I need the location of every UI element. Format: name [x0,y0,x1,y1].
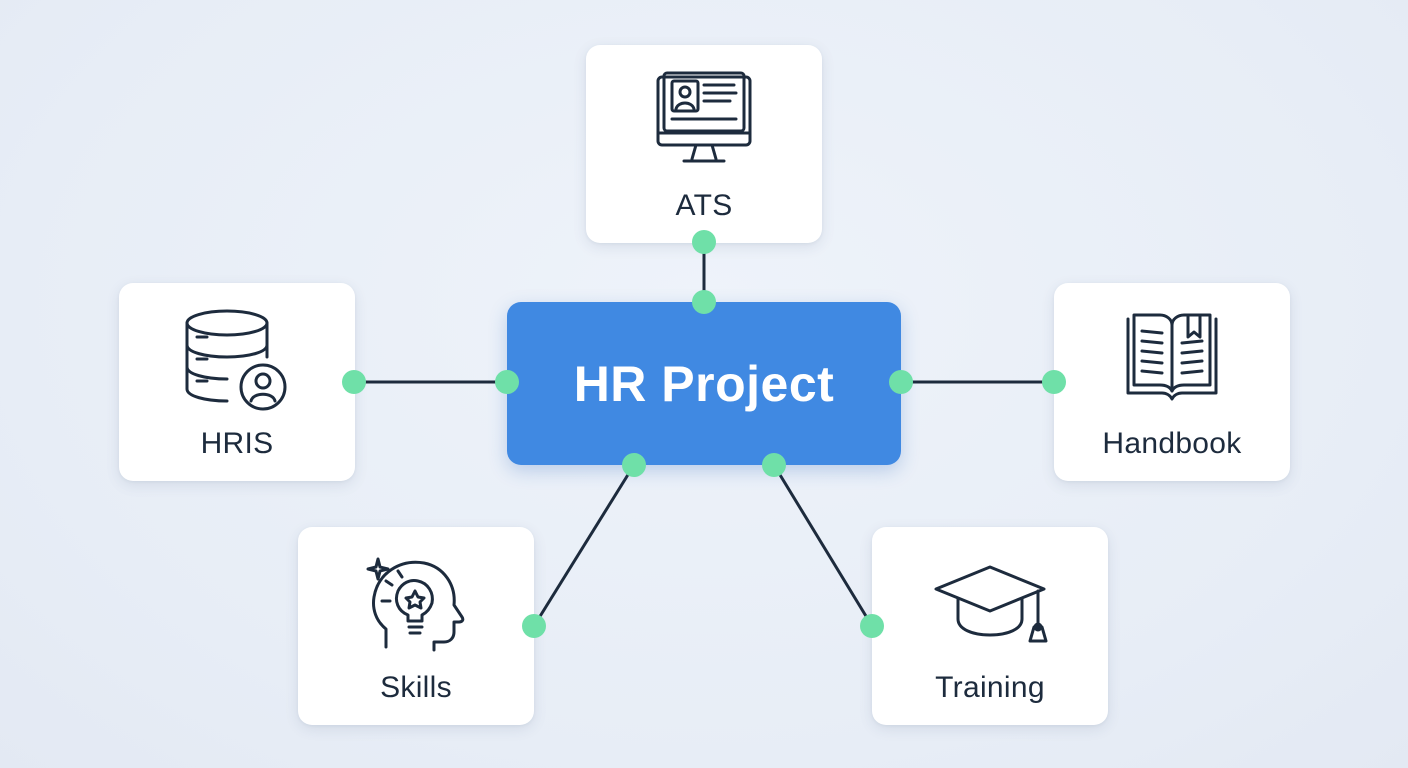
node-label: HRIS [200,427,274,460]
connector-dot [622,453,646,477]
connector-dot [762,453,786,477]
connector-dot [522,614,546,638]
connector-dot [692,290,716,314]
connector-dot [1042,370,1066,394]
open-book-icon [1054,305,1290,415]
center-node[interactable]: HR Project [507,302,901,465]
node-label: Training [935,671,1045,704]
connector-dot [342,370,366,394]
center-title: HR Project [573,355,835,412]
computer-profile-icon [586,67,822,177]
node-training[interactable]: Training [872,527,1108,725]
connector-dot [692,230,716,254]
graduation-cap-icon [872,549,1108,659]
connector-training [772,464,874,627]
node-ats[interactable]: ATS [586,45,822,243]
database-user-icon [119,305,355,415]
node-handbook[interactable]: Handbook [1054,283,1290,481]
node-label: ATS [675,189,733,222]
node-label: Handbook [1102,427,1242,460]
connector-dot [860,614,884,638]
connector-skills [532,464,636,627]
connector-dot [495,370,519,394]
connector-dot [889,370,913,394]
node-label: Skills [380,671,452,704]
node-hris[interactable]: HRIS [119,283,355,481]
head-lightbulb-icon [298,549,534,659]
node-skills[interactable]: Skills [298,527,534,725]
